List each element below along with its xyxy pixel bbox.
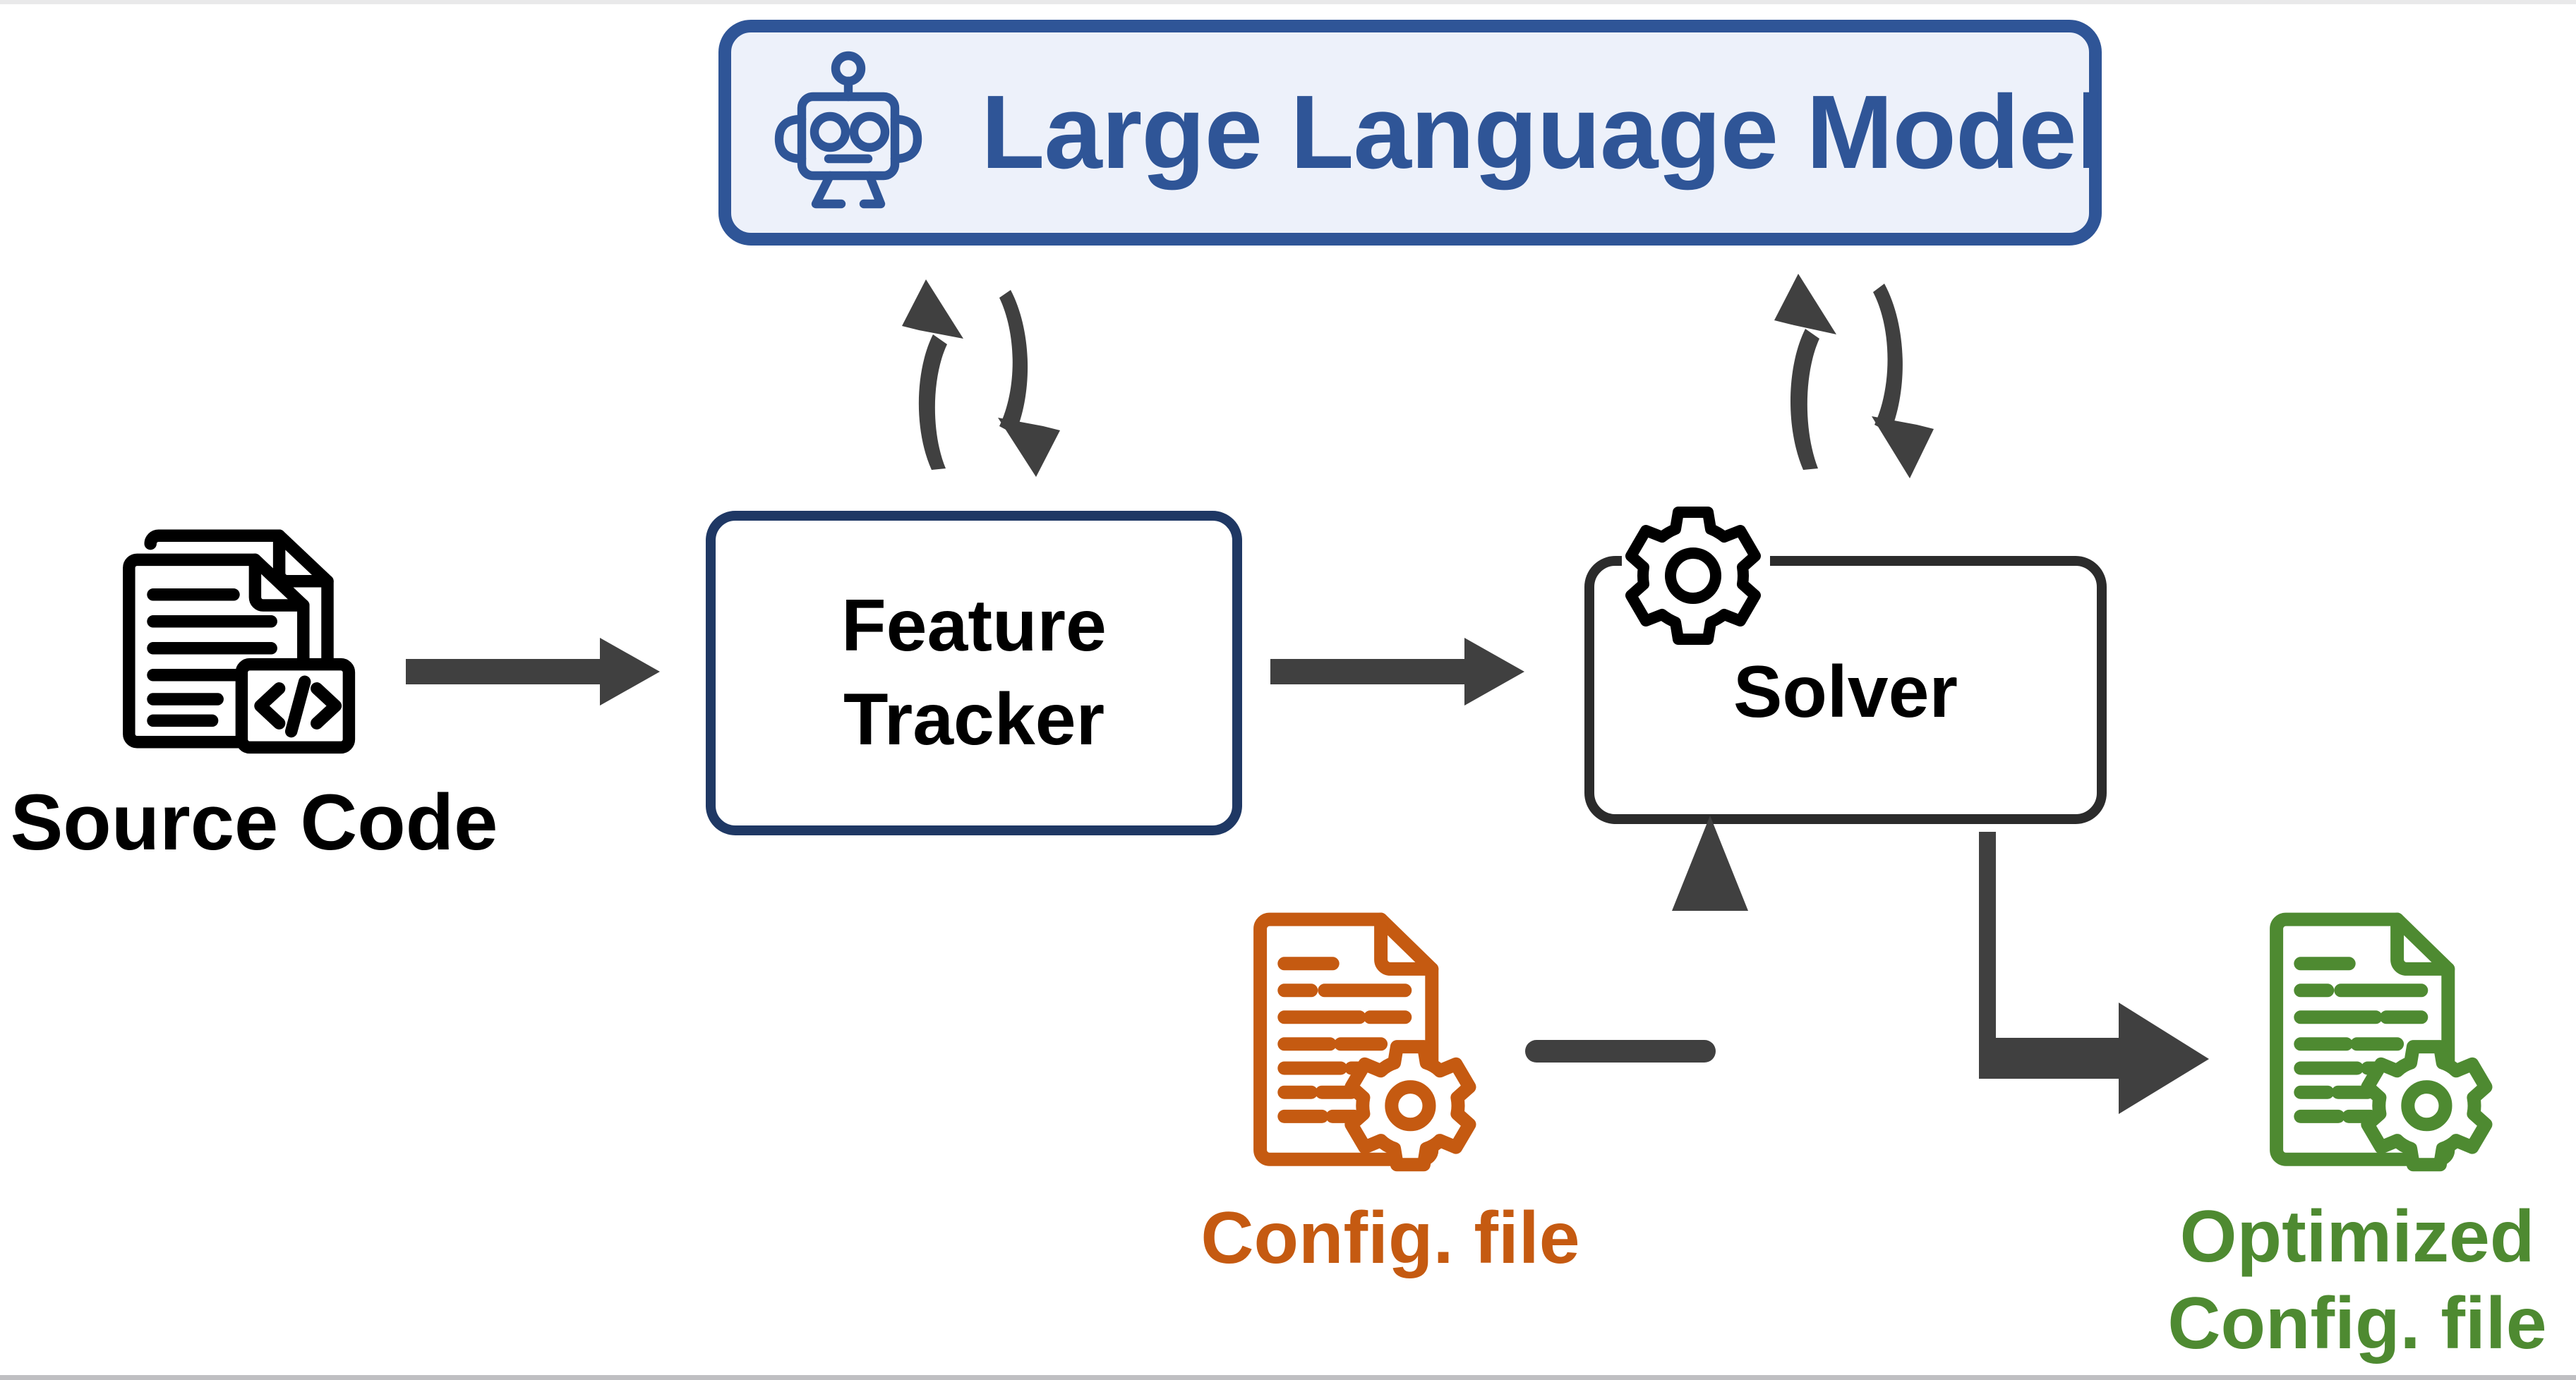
arrow-llm-feature-tracker-exchange <box>882 265 1094 498</box>
config-file-label: Config. file <box>1200 1197 1580 1279</box>
arrow-solver-to-optimized-config-file <box>1969 826 2265 1114</box>
optimized-config-file-label-line2: Config. file <box>2167 1282 2547 1364</box>
optimized-config-file-label: Optimized Config. file <box>2131 1194 2576 1367</box>
feature-tracker-label-line2: Tracker <box>843 679 1105 761</box>
solver-label: Solver <box>1733 650 1958 733</box>
arrow-config-file-to-solver <box>1521 809 1958 1105</box>
arrow-llm-solver-exchange <box>1757 258 1969 498</box>
config-document-gear-icon <box>1239 907 1486 1175</box>
arrow-feature-tracker-to-solver <box>1270 625 1609 724</box>
source-code-document-icon <box>113 498 381 766</box>
feature-tracker-node[interactable]: Feature Tracker <box>706 511 1242 835</box>
robot-icon <box>771 51 926 214</box>
feature-tracker-label-line1: Feature <box>841 584 1107 667</box>
source-code-label: Source Code <box>10 778 498 866</box>
gear-icon <box>1615 505 1771 646</box>
solver-node[interactable]: Solver <box>1584 556 2107 824</box>
arrow-source-code-to-feature-tracker <box>406 625 723 724</box>
optimized-config-file-label-line1: Optimized <box>2179 1196 2535 1278</box>
llm-label: Large Language Model <box>981 74 2105 190</box>
optimized-config-document-gear-icon <box>2255 907 2502 1175</box>
llm-node[interactable]: Large Language Model <box>718 20 2105 246</box>
